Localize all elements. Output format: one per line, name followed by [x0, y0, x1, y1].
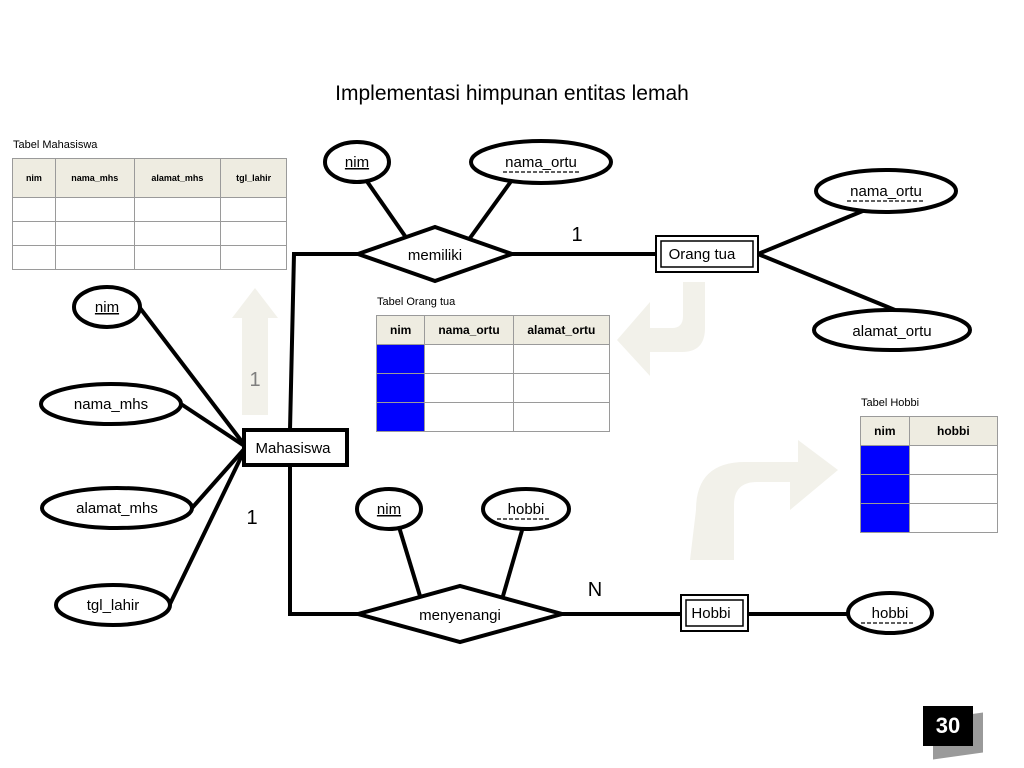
label-menyenangi: menyenangi — [419, 607, 501, 624]
entity-hobbi — [680, 594, 749, 632]
slide-title: Implementasi himpunan entitas lemah — [335, 82, 689, 105]
cardinality-labels: 1 1 N 1 — [246, 224, 602, 601]
rel-menyenangi — [350, 583, 570, 645]
label-mahasiswa: Mahasiswa — [255, 440, 331, 457]
table-row — [375, 373, 611, 403]
label-attr-mhs-alamat: alamat_mhs — [76, 500, 158, 517]
curved-down-arrow-icon — [617, 282, 705, 376]
label-attr-ortu-alamat: alamat_ortu — [852, 323, 931, 340]
key-cell — [860, 474, 910, 504]
table-header-row: nim hobbi — [860, 416, 999, 446]
header-hobbi: hobbi — [908, 416, 999, 446]
table-header-row: nim nama_ortu alamat_ortu — [375, 315, 611, 345]
header-tgl-lahir: tgl_lahir — [220, 158, 287, 198]
table-row — [12, 197, 287, 222]
caption-tabel-orang-tua: Tabel Orang tua — [377, 296, 456, 308]
diagram-labels: Mahasiswa Orang tua Hobbi memiliki menye… — [74, 154, 932, 624]
connector-lines — [138, 178, 896, 616]
line-nama-mhs — [179, 402, 248, 449]
label-attr-memiliki-namaortu: nama_ortu — [505, 154, 577, 171]
label-hobbi-entity: Hobbi — [691, 605, 730, 622]
entity-mahasiswa — [242, 428, 349, 467]
key-cell — [860, 445, 910, 475]
line-nim-memiliki — [364, 178, 407, 238]
attr-ortu-alamat — [812, 308, 972, 352]
card-memiliki-ortu: 1 — [571, 224, 582, 246]
label-attr-ortu-nama: nama_ortu — [850, 183, 922, 200]
page-number: 30 — [923, 706, 973, 746]
key-cell — [375, 373, 426, 403]
header-alamat-mhs: alamat_mhs — [133, 158, 222, 198]
line-tgl-mhs — [168, 446, 248, 605]
attr-mhs-alamat — [40, 486, 194, 530]
line-ortu-namaortu — [757, 206, 871, 256]
table-row — [860, 474, 999, 504]
header-nim: nim — [860, 416, 910, 446]
line-namaortu-memiliki — [468, 178, 514, 240]
line-mhs-menyenangi — [288, 465, 358, 616]
label-attr-menyenangi-hobbi: hobbi — [508, 501, 545, 518]
label-orang-tua: Orang tua — [669, 246, 736, 263]
table-row — [375, 344, 611, 374]
label-memiliki: memiliki — [408, 247, 462, 264]
attr-mhs-nim — [72, 285, 142, 329]
up-arrow-icon — [232, 288, 278, 415]
attribute-ellipses — [39, 139, 972, 635]
header-alamat-ortu: alamat_ortu — [512, 315, 611, 345]
line-alamat-mhs — [190, 445, 248, 510]
attr-mhs-tgl — [54, 583, 172, 627]
tabel-mahasiswa: nim nama_mhs alamat_mhs tgl_lahir — [12, 158, 287, 270]
header-nim: nim — [375, 315, 426, 345]
table-header-row: nim nama_mhs alamat_mhs tgl_lahir — [12, 158, 287, 198]
curved-up-arrow-icon — [690, 440, 838, 560]
table-row — [12, 221, 287, 246]
caption-tabel-mahasiswa: Tabel Mahasiswa — [13, 139, 98, 151]
line-mhs-memiliki — [288, 252, 358, 431]
table-row — [860, 503, 999, 533]
caption-tabel-hobbi: Tabel Hobbi — [861, 397, 920, 409]
label-attr-mhs-nama: nama_mhs — [74, 396, 148, 413]
label-attr-hobbi-hobbi: hobbi — [872, 605, 909, 622]
key-cell — [375, 344, 426, 374]
key-cell — [860, 503, 910, 533]
line-ortu-alamatortu — [757, 252, 896, 312]
card-arrow-up: 1 — [249, 369, 260, 391]
tabel-orang-tua: nim nama_ortu alamat_ortu — [375, 315, 611, 432]
line-hobbi-menyenangi — [501, 526, 525, 597]
attr-mhs-nama — [39, 382, 183, 426]
rel-memiliki — [351, 224, 519, 284]
header-nama-mhs: nama_mhs — [54, 158, 135, 198]
tabel-hobbi: nim hobbi — [860, 416, 999, 533]
header-nama-ortu: nama_ortu — [424, 315, 514, 345]
relationship-diamonds — [350, 224, 570, 645]
entity-boxes — [242, 235, 759, 632]
table-row — [12, 245, 287, 270]
table-row — [375, 402, 611, 432]
partial-key-underlines — [497, 171, 925, 624]
label-attr-memiliki-nim: nim — [345, 154, 369, 171]
label-attr-menyenangi-nim: nim — [377, 501, 401, 518]
table-row — [860, 445, 999, 475]
attr-menyenangi-nim — [355, 487, 423, 531]
line-nim-mhs — [138, 306, 248, 449]
header-nim: nim — [12, 158, 56, 198]
card-mhs-menyenangi: 1 — [246, 507, 257, 529]
entity-orang-tua — [655, 235, 759, 273]
decor-arrows — [232, 282, 838, 560]
attr-memiliki-nim — [323, 140, 391, 184]
line-nim-menyenangi — [397, 526, 422, 597]
key-cell — [375, 402, 426, 432]
card-menyenangi-hobbi: N — [588, 579, 602, 601]
label-attr-mhs-nim: nim — [95, 299, 119, 316]
label-attr-mhs-tgl: tgl_lahir — [87, 597, 140, 614]
